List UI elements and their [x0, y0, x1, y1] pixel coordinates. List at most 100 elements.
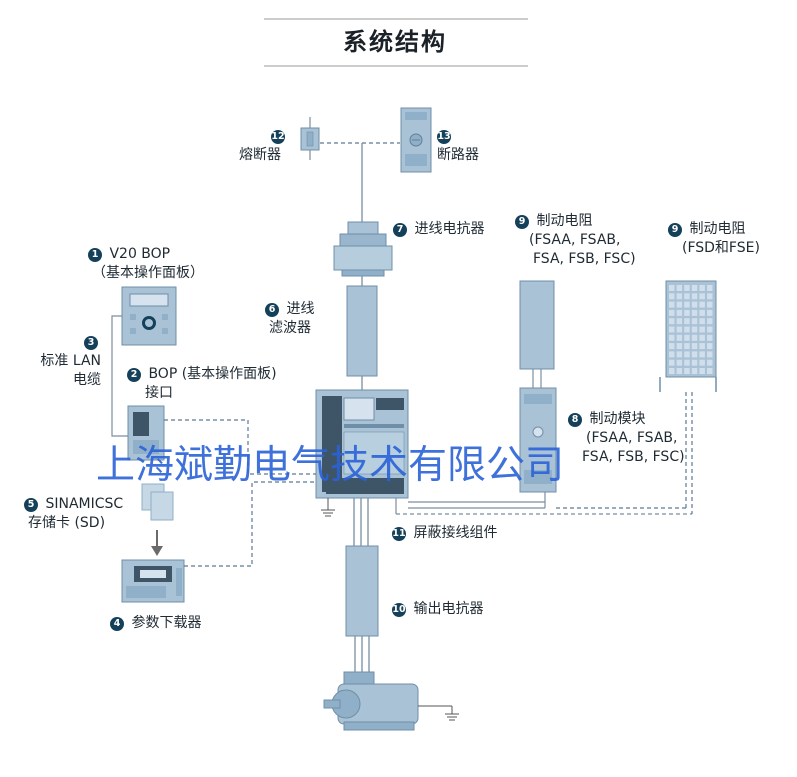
grid-cell: [669, 334, 675, 341]
v20-bop-icon: [121, 286, 177, 346]
braking-resistor-small-line3: FSA, FSB, FSC): [533, 251, 636, 267]
braking-resistor-large-label: 9 制动电阻 (FSD和FSE): [668, 220, 760, 258]
grid-cell: [699, 334, 705, 341]
grid-cell: [669, 285, 675, 291]
grid-cell: [676, 359, 683, 366]
grid-cell: [676, 285, 683, 291]
line-reactor-icon: [333, 221, 393, 277]
braking-resistor-small-label: 9 制动电阻 (FSAA, FSAB, FSA, FSB, FSC): [515, 212, 636, 269]
grid-cell: [699, 351, 705, 358]
grid-cell: [707, 318, 713, 325]
lan-cable-line1: 标准 LAN: [40, 353, 101, 369]
grid-cell: [684, 343, 690, 350]
bop-interface-name: BOP (基本操作面板): [148, 366, 277, 382]
badge-1: 1: [88, 248, 102, 262]
motor-icon: [323, 671, 419, 731]
circuit-breaker-icon: [400, 107, 432, 173]
braking-resistor-large-line2: (FSD和FSE): [682, 240, 760, 256]
badge-2: 2: [127, 368, 141, 382]
braking-resistor-small-icon: [519, 280, 555, 370]
breaker-name: 断路器: [437, 147, 479, 163]
grid-cell: [669, 301, 675, 308]
grid-cell: [707, 359, 713, 366]
badge-12: 12: [271, 130, 285, 144]
line-reactor-name: 进线电抗器: [414, 221, 485, 237]
output-reactor-label: 10 输出电抗器: [392, 600, 483, 619]
grid-cell: [676, 334, 683, 341]
bop-interface-line2: 接口: [145, 385, 173, 401]
grid-cell: [691, 334, 698, 341]
v20-inverter-icon: [315, 389, 409, 499]
motor-ground-symbol: [418, 705, 459, 721]
grid-cell: [669, 351, 675, 358]
badge-4: 4: [110, 617, 124, 631]
grid-cell: [676, 326, 683, 333]
grid-cell: [699, 326, 705, 333]
badge-7: 7: [393, 223, 407, 237]
grid-cell: [684, 293, 690, 300]
braking-module-name: 制动模块: [589, 411, 646, 427]
line-filter-line1: 进线: [286, 301, 315, 317]
grid-cell: [707, 309, 713, 316]
page-title: 系统结构: [343, 28, 447, 56]
grid-cell: [684, 334, 690, 341]
grid-cell: [707, 285, 713, 291]
grid-cell: [684, 351, 690, 358]
grid-cell: [669, 318, 675, 325]
v20-bop-label: 1 V20 BOP （基本操作面板）: [88, 245, 204, 283]
sd-card-name: SINAMICSC: [45, 496, 124, 512]
fuse-icon: [300, 117, 320, 160]
grid-cell: [669, 326, 675, 333]
sd-card-icon: [141, 483, 174, 521]
grid-cell: [699, 343, 705, 350]
grid-cell: [676, 293, 683, 300]
output-reactor-icon: [345, 545, 379, 637]
line-filter-label: 6 进线 滤波器: [265, 300, 314, 338]
loader-dashed-link: [184, 481, 316, 567]
grid-cell: [707, 351, 713, 358]
grid-cell: [684, 309, 690, 316]
parameter-loader-name: 参数下载器: [131, 615, 202, 631]
grid-cell: [699, 368, 705, 374]
grid-cell: [669, 368, 675, 374]
shield-kit-name: 屏蔽接线组件: [413, 525, 498, 541]
grid-cell: [684, 359, 690, 366]
grid-cell: [691, 285, 698, 291]
fuse-label: 12 熔断器: [239, 127, 313, 165]
v20-bop-name: V20 BOP: [109, 246, 171, 262]
grid-cell: [699, 318, 705, 325]
grid-cell: [684, 301, 690, 308]
sd-card-arrow-head: [151, 546, 163, 556]
grid-cell: [691, 309, 698, 316]
grid-cell: [676, 301, 683, 308]
grid-cell: [691, 326, 698, 333]
output-reactor-name: 输出电抗器: [413, 601, 484, 617]
grid-cell: [676, 351, 683, 358]
grid-cell: [669, 359, 675, 366]
braking-module-line2: (FSAA, FSAB,: [586, 430, 678, 446]
grid-cell: [691, 351, 698, 358]
grid-cell: [669, 343, 675, 350]
fuse-name: 熔断器: [239, 147, 281, 163]
line-reactor-label: 7 进线电抗器: [393, 220, 484, 239]
braking-resistor-small-line2: (FSAA, FSAB,: [529, 232, 621, 248]
badge-9a: 9: [515, 215, 529, 229]
ground-symbol: [321, 498, 335, 517]
line-filter-line2: 滤波器: [269, 320, 311, 336]
breaker-label: 13 断路器: [437, 127, 479, 165]
shield-kit-label: 11 屏蔽接线组件: [392, 524, 497, 543]
grid-cell: [691, 318, 698, 325]
grid-cell: [691, 359, 698, 366]
grid-cell: [691, 301, 698, 308]
badge-5: 5: [24, 498, 38, 512]
grid-cell: [699, 293, 705, 300]
sd-card-label: 5 SINAMICSC 存储卡 (SD): [24, 495, 123, 533]
badge-13: 13: [437, 130, 451, 144]
grid-cell: [707, 334, 713, 341]
grid-cell: [676, 318, 683, 325]
grid-cell: [691, 368, 698, 374]
grid-cell: [669, 293, 675, 300]
parameter-loader-icon: [121, 559, 185, 603]
braking-resistor-large-name: 制动电阻: [689, 221, 746, 237]
